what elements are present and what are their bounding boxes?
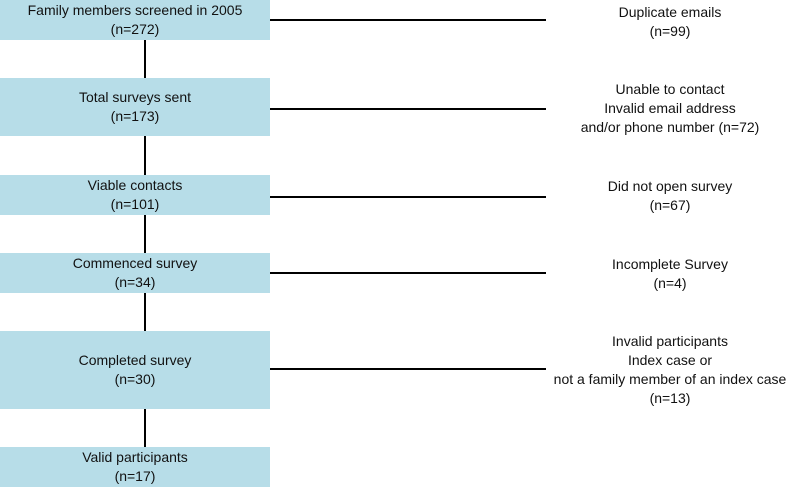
exclusion-count: (n=13) [649,390,691,406]
flow-box-commenced: Commenced survey (n=34) [0,253,270,293]
flow-box-count: (n=30) [114,371,156,387]
exclusion-incomplete-survey: Incomplete Survey (n=4) [540,255,800,293]
flow-box-screened: Family members screened in 2005 (n=272) [0,0,270,40]
exclusion-line: Invalid email address [604,100,736,116]
exclusion-line: Did not open survey [607,178,733,194]
connector-horizontal [270,272,546,274]
exclusion-did-not-open: Did not open survey (n=67) [540,177,800,215]
exclusion-count: (n=4) [653,275,687,291]
exclusion-line: Unable to contact [615,81,725,97]
flow-box-viable-contacts: Viable contacts (n=101) [0,175,270,215]
flow-box-completed: Completed survey (n=30) [0,331,270,409]
flow-box-count: (n=34) [114,274,156,290]
exclusion-line: Index case or [627,352,713,368]
flow-box-label: Commenced survey [72,255,198,271]
flow-box-count: (n=272) [110,21,160,37]
exclusion-line: Invalid participants [612,333,728,349]
exclusion-unable-to-contact: Unable to contact Invalid email address … [540,80,800,137]
exclusion-count: and/or phone number (n=72) [580,119,760,135]
connector-vertical [144,136,146,175]
flow-box-label: Valid participants [82,449,188,465]
connector-horizontal [270,196,546,198]
exclusion-invalid-participants: Invalid participants Index case or not a… [540,332,800,408]
flow-box-valid-participants: Valid participants (n=17) [0,447,270,487]
flow-box-count: (n=173) [110,108,160,124]
exclusion-count: (n=99) [649,23,691,39]
connector-horizontal [270,108,546,110]
exclusion-count: (n=67) [649,197,691,213]
connector-vertical [144,293,146,331]
connector-horizontal [270,368,546,370]
flow-box-surveys-sent: Total surveys sent (n=173) [0,78,270,136]
exclusion-line: Duplicate emails [618,4,722,20]
exclusion-duplicate-emails: Duplicate emails (n=99) [540,3,800,41]
exclusion-line: Incomplete Survey [612,256,728,272]
flow-box-label: Family members screened in 2005 [27,2,243,18]
flow-box-count: (n=17) [114,468,156,484]
connector-vertical [144,40,146,78]
connector-vertical [144,215,146,253]
flow-box-label: Total surveys sent [78,89,192,105]
flow-box-count: (n=101) [110,196,160,212]
exclusion-line: not a family member of an index case [553,371,787,387]
connector-horizontal [270,19,546,21]
connector-vertical [144,409,146,447]
flow-box-label: Viable contacts [87,177,183,193]
flow-box-label: Completed survey [78,352,192,368]
